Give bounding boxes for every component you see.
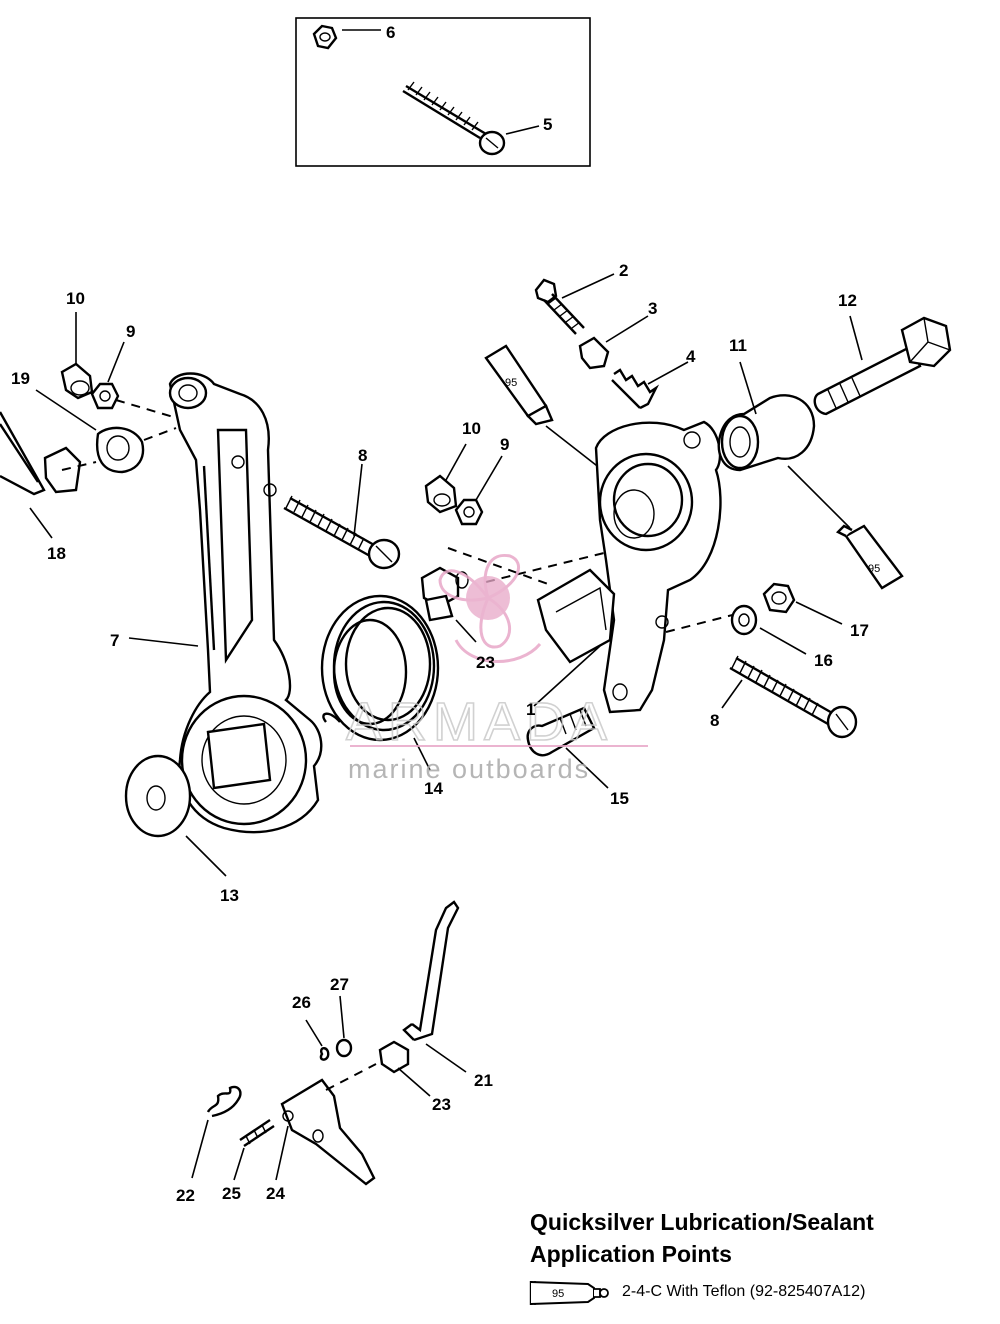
- callout-19: 19: [11, 369, 30, 388]
- part-21-rod: [402, 900, 460, 1042]
- legend-title-line2: Application Points: [530, 1241, 732, 1267]
- legend-tube-label: 95: [552, 1288, 564, 1300]
- part-4-spring: [611, 368, 660, 410]
- part-19-bushing: [43, 426, 145, 494]
- part-15-pin: [526, 706, 596, 757]
- callout-14: 14: [424, 779, 443, 798]
- callout-27: 27: [330, 975, 349, 994]
- lubricant-tube-icon: 95: [529, 1281, 609, 1305]
- part-8-screw-left: [283, 495, 401, 570]
- callout-8-right: 8: [710, 711, 719, 730]
- part-18-link-rod: [0, 411, 46, 496]
- part-7-throttle-lever: [168, 372, 323, 834]
- callout-22: 22: [176, 1186, 195, 1205]
- part-5-screw: [402, 81, 506, 156]
- part-3-adjuster: [578, 336, 610, 370]
- part-2-bolt: [534, 278, 585, 335]
- lubricant-tube-upper: 95: [484, 344, 554, 426]
- callout-23-lower: 23: [432, 1095, 451, 1114]
- callout-15: 15: [610, 789, 629, 808]
- callout-1: 1: [526, 700, 535, 719]
- part-22-spring: [206, 1085, 242, 1118]
- callout-11: 11: [729, 336, 747, 355]
- part-9-nut-left: [90, 382, 120, 410]
- legend-entry-text: 2-4-C With Teflon (92-825407A12): [622, 1283, 866, 1300]
- callout-25: 25: [222, 1184, 241, 1203]
- callout-6: 6: [386, 23, 395, 42]
- part-8-screw-right: [729, 655, 858, 739]
- part-26-clip: [319, 1047, 330, 1061]
- lubricant-tube-right: 95: [835, 524, 904, 590]
- tube-label-right: 95: [868, 563, 880, 575]
- callout-3: 3: [648, 299, 657, 318]
- part-27-nut: [335, 1038, 353, 1058]
- callout-16: 16: [814, 651, 833, 670]
- part-14-spring: [320, 594, 440, 742]
- part-13-washer: [124, 754, 192, 838]
- part-1-bracket: [536, 420, 722, 714]
- part-9-nut-center: [454, 498, 484, 526]
- part-23-fitting-upper: [420, 566, 469, 622]
- part-6-nut: [312, 24, 338, 50]
- callout-4: 4: [686, 347, 696, 366]
- callout-12: 12: [838, 291, 857, 310]
- legend-title: Quicksilver Lubrication/Sealant Applicat…: [530, 1206, 970, 1270]
- watermark-brand: ARMADA: [346, 692, 613, 752]
- callout-13: 13: [220, 886, 239, 905]
- callout-9-left: 9: [126, 322, 135, 341]
- tube-label-upper: 95: [505, 377, 517, 389]
- callout-labels: 6 5 2 3 4 12 11 10 9 19 10 9 8 18 7 17 2…: [11, 23, 869, 1205]
- inset-box: [295, 17, 591, 167]
- callout-18: 18: [47, 544, 66, 563]
- callout-10-left: 10: [66, 289, 85, 308]
- watermark: ARMADA marine outboards: [345, 553, 648, 784]
- part-11-bushing: [717, 394, 816, 472]
- callout-26: 26: [292, 993, 311, 1012]
- watermark-tagline: marine outboards: [348, 754, 590, 784]
- callout-24: 24: [266, 1184, 285, 1203]
- callout-7: 7: [110, 631, 119, 650]
- callout-5: 5: [543, 115, 552, 134]
- callout-10-center: 10: [462, 419, 481, 438]
- part-12-bolt: [813, 316, 952, 416]
- watermark-propeller-logo: [438, 553, 542, 663]
- callout-2: 2: [619, 261, 628, 280]
- part-24-lever: [280, 1078, 376, 1186]
- callout-8-left: 8: [358, 446, 367, 465]
- part-25-pin: [239, 1119, 275, 1147]
- part-23-fitting-lower: [378, 1040, 410, 1074]
- legend-entry: 95 2-4-C With Teflon (92-825407A12): [528, 1278, 988, 1308]
- legend-title-line1: Quicksilver Lubrication/Sealant: [530, 1209, 874, 1235]
- part-17-nut: [762, 582, 796, 614]
- part-10-cap-left: [60, 362, 94, 400]
- callout-21: 21: [474, 1071, 493, 1090]
- callout-9-center: 9: [500, 435, 509, 454]
- part-16-washer: [730, 604, 758, 636]
- part-10-cap-center: [424, 474, 458, 514]
- callout-23-upper: 23: [476, 653, 495, 672]
- callout-17: 17: [850, 621, 869, 640]
